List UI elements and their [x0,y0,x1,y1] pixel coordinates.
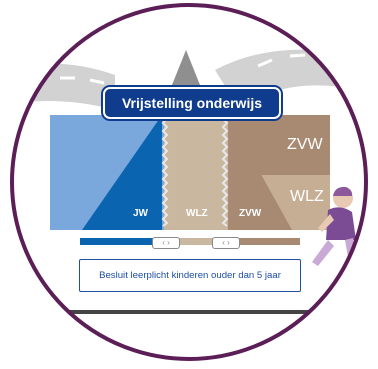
slider-bar-beige [175,238,215,245]
zipper-right [221,114,229,227]
label-wlz: WLZ [186,208,208,219]
zipper-left [161,114,169,227]
floor-line [20,310,360,314]
slider-handle-left[interactable]: ‹ › [152,237,180,249]
caption-box: Besluit leerplicht kinderen ouder dan 5 … [79,259,301,292]
label-zvw: ZVW [239,208,262,219]
slider-handle-right[interactable]: ‹ › [212,237,240,249]
triangle-wlz [164,115,228,230]
label-zvw-side: ZVW [287,136,323,153]
banner-title: Vrijstelling onderwijs [103,87,281,119]
triangle-jw [82,115,162,230]
triangle-zvw [228,115,292,230]
label-wlz-side: WLZ [290,188,324,205]
slider-bar-blue [80,238,155,245]
label-jw: JW [133,208,148,219]
slider-bar-brown [235,238,300,245]
circle-frame [10,3,368,361]
child-figure [312,186,358,268]
